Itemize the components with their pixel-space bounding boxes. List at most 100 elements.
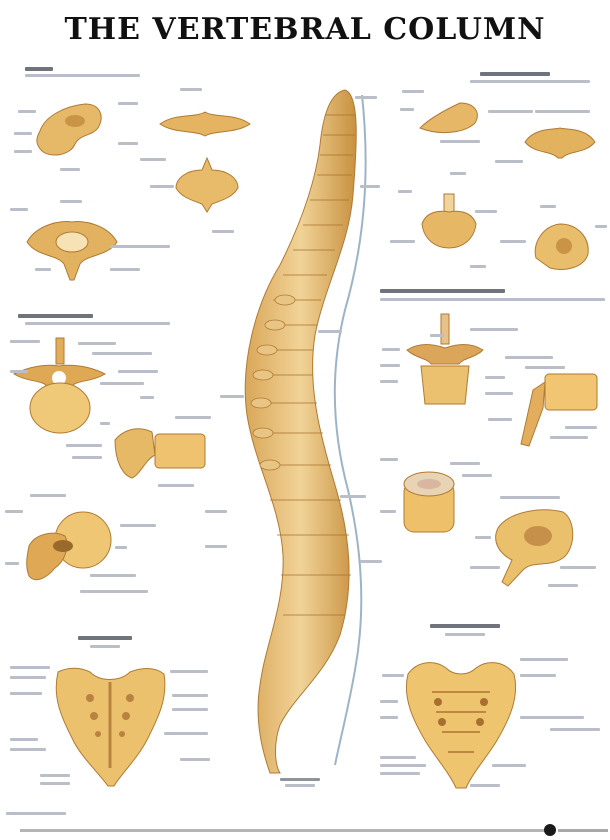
bone-label xyxy=(14,132,32,135)
lumbar-oblique-illustration xyxy=(495,509,574,587)
bone-label xyxy=(488,110,533,113)
bone-label xyxy=(72,456,102,459)
bone-label xyxy=(100,382,144,385)
spine-label xyxy=(220,395,244,398)
bone-label xyxy=(158,484,194,487)
bone-label xyxy=(488,418,512,421)
bone-label xyxy=(462,474,492,477)
bone-label xyxy=(500,240,526,243)
bone-label xyxy=(60,168,80,171)
bone-label xyxy=(470,328,518,331)
bone-label xyxy=(380,364,400,367)
bone-label xyxy=(475,536,491,539)
bone-label xyxy=(5,562,19,565)
section-subheading xyxy=(445,633,485,636)
bone-label xyxy=(180,758,210,761)
bone-label xyxy=(380,380,398,383)
bone-label xyxy=(110,268,140,271)
thoracic-oblique-illustration xyxy=(26,511,112,581)
bone-label xyxy=(110,245,170,248)
bone-label xyxy=(78,342,116,345)
bone-label xyxy=(550,728,600,731)
cervical-anterior-illustration xyxy=(421,193,477,249)
poster-title: THE VERTEBRAL COLUMN xyxy=(64,12,546,47)
spine-label xyxy=(205,510,227,513)
vertebral-column-illustration xyxy=(244,89,357,774)
bone-label xyxy=(492,764,526,767)
bone-label xyxy=(390,240,415,243)
spine-caption xyxy=(285,784,315,787)
section-heading-sacrum-posterior xyxy=(78,636,132,640)
bone-label xyxy=(548,584,578,587)
bone-label xyxy=(382,674,404,677)
cervical-lateral-illustration xyxy=(419,102,478,134)
bone-label xyxy=(172,694,208,697)
spine-label xyxy=(205,545,227,548)
bone-label xyxy=(212,230,234,233)
bone-label xyxy=(485,392,513,395)
bone-label xyxy=(10,666,50,669)
publisher-name xyxy=(558,829,608,832)
bone-label xyxy=(470,265,486,268)
bone-label xyxy=(40,782,70,785)
cervical-superior-right-illustration xyxy=(524,127,596,159)
thoracic-lateral-illustration xyxy=(114,428,206,479)
bone-label xyxy=(380,764,426,767)
bone-label xyxy=(30,494,66,497)
bone-label xyxy=(380,700,398,703)
bone-label xyxy=(380,756,416,759)
bone-label xyxy=(475,210,497,213)
lumbar-superior-illustration xyxy=(406,313,484,405)
bone-label xyxy=(66,444,102,447)
bone-label xyxy=(402,90,424,93)
bone-label xyxy=(430,334,444,337)
bone-label xyxy=(164,732,208,735)
spine-label xyxy=(355,96,377,99)
bone-label xyxy=(540,205,556,208)
bone-label xyxy=(118,370,158,373)
bone-label xyxy=(5,510,23,513)
bone-label xyxy=(380,716,398,719)
cervical-oblique-illustration xyxy=(534,223,589,270)
lumbar-lateral-illustration xyxy=(520,373,598,447)
section-subheading xyxy=(470,80,590,83)
bone-label xyxy=(140,396,154,399)
spine-label xyxy=(360,560,382,563)
section-subheading xyxy=(90,645,120,648)
bone-label xyxy=(505,356,553,359)
section-subheading xyxy=(25,322,170,325)
thoracic-superior-illustration xyxy=(12,337,107,434)
bone-label xyxy=(18,110,36,113)
bone-label xyxy=(118,142,138,145)
section-heading-cervical xyxy=(480,72,550,76)
bone-label xyxy=(175,416,211,419)
bone-label xyxy=(92,352,152,355)
section-heading-thoracic xyxy=(18,314,93,318)
copyright-text xyxy=(6,812,66,815)
cervical-superior-illustration xyxy=(26,221,118,281)
footer-credits xyxy=(20,829,548,832)
bone-label xyxy=(440,140,480,143)
bone-label xyxy=(100,422,110,425)
bone-label xyxy=(450,172,466,175)
bone-label xyxy=(500,496,560,499)
bone-label xyxy=(450,462,480,465)
spine-label xyxy=(360,185,380,188)
bone-label xyxy=(550,436,588,439)
bone-label xyxy=(595,225,607,228)
bone-label xyxy=(35,268,51,271)
bone-label xyxy=(170,670,208,673)
bone-label xyxy=(10,370,28,373)
bone-label xyxy=(10,208,28,211)
section-heading-atlas-axis xyxy=(25,67,53,71)
bone-label xyxy=(535,110,590,113)
axis-anterior-illustration xyxy=(175,156,239,213)
section-subheading xyxy=(380,298,605,301)
bone-label xyxy=(90,574,136,577)
sacrum-anterior-illustration xyxy=(405,662,517,789)
section-subheading xyxy=(25,74,140,77)
bone-label xyxy=(80,590,148,593)
bone-label xyxy=(115,546,127,549)
bone-label xyxy=(60,200,82,203)
spine-caption xyxy=(280,778,320,781)
